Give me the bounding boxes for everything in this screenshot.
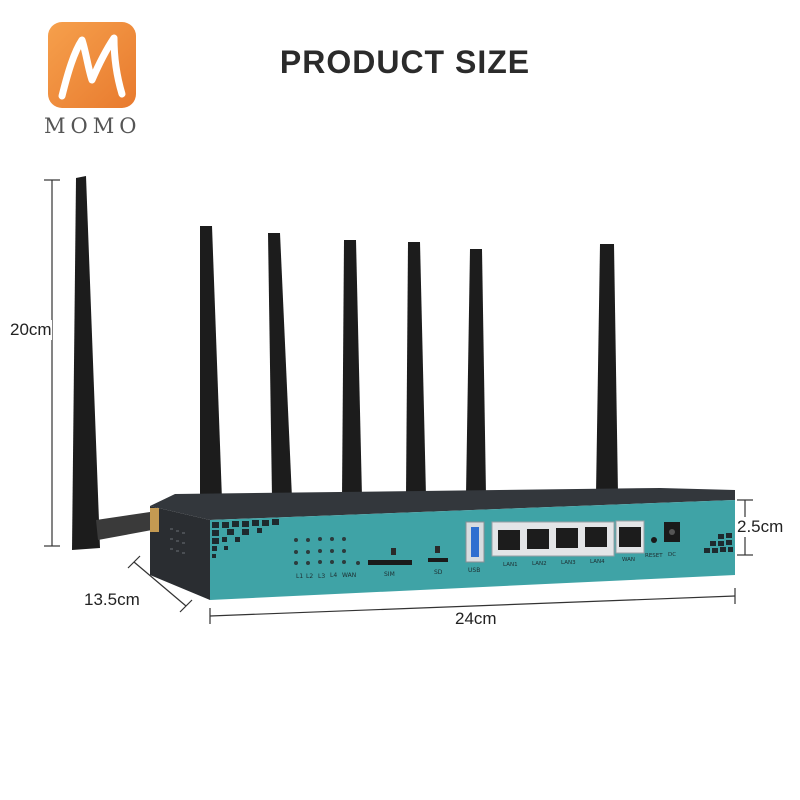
antenna-4 — [342, 240, 362, 497]
thickness-label: 2.5cm — [737, 517, 784, 537]
side-vents — [170, 528, 185, 554]
page-title: PRODUCT SIZE — [279, 44, 531, 80]
wan-port — [619, 527, 641, 547]
lan3-label: LAN3 — [561, 560, 576, 566]
logo-text: MOMO — [44, 114, 142, 138]
led-label-wan: WAN — [342, 572, 356, 579]
height-label: 20cm — [10, 320, 52, 340]
antenna-2 — [200, 226, 222, 500]
sim-label: SIM — [384, 571, 395, 578]
wan-label: WAN — [622, 557, 635, 563]
chassis-top — [150, 488, 735, 520]
width-label: 24cm — [455, 609, 497, 629]
pixel-decoration-left — [212, 519, 279, 558]
led-indicators — [294, 537, 360, 565]
lan2-label: LAN2 — [532, 561, 547, 567]
antenna-7 — [596, 244, 618, 494]
antenna-1 — [72, 176, 100, 550]
dimension-lines — [44, 179, 753, 624]
usb-label: USB — [468, 567, 480, 574]
depth-label: 13.5cm — [84, 590, 140, 610]
led-label-3: L3 — [318, 573, 325, 580]
reset-label: RESET — [645, 553, 663, 559]
led-label-4: L4 — [330, 572, 337, 579]
dc-label: DC — [668, 552, 676, 558]
sd-label: SD — [434, 569, 443, 576]
sma-connector — [150, 508, 159, 532]
led-label-2: L2 — [306, 573, 313, 580]
antenna-5 — [406, 242, 426, 496]
pixel-decoration-right — [704, 533, 733, 553]
sim-slot — [368, 560, 412, 565]
lan-ports — [498, 527, 607, 550]
momo-logo-icon — [48, 22, 136, 108]
reset-button — [651, 537, 657, 543]
lan4-label: LAN4 — [590, 559, 605, 565]
chassis-side — [150, 506, 210, 600]
lan1-label: LAN1 — [503, 562, 518, 568]
antenna-connector — [96, 512, 152, 540]
antennas — [72, 176, 618, 550]
led-label-1: L1 — [296, 573, 303, 580]
sd-slot — [428, 558, 448, 562]
antenna-3 — [268, 233, 292, 498]
antenna-6 — [466, 249, 486, 495]
